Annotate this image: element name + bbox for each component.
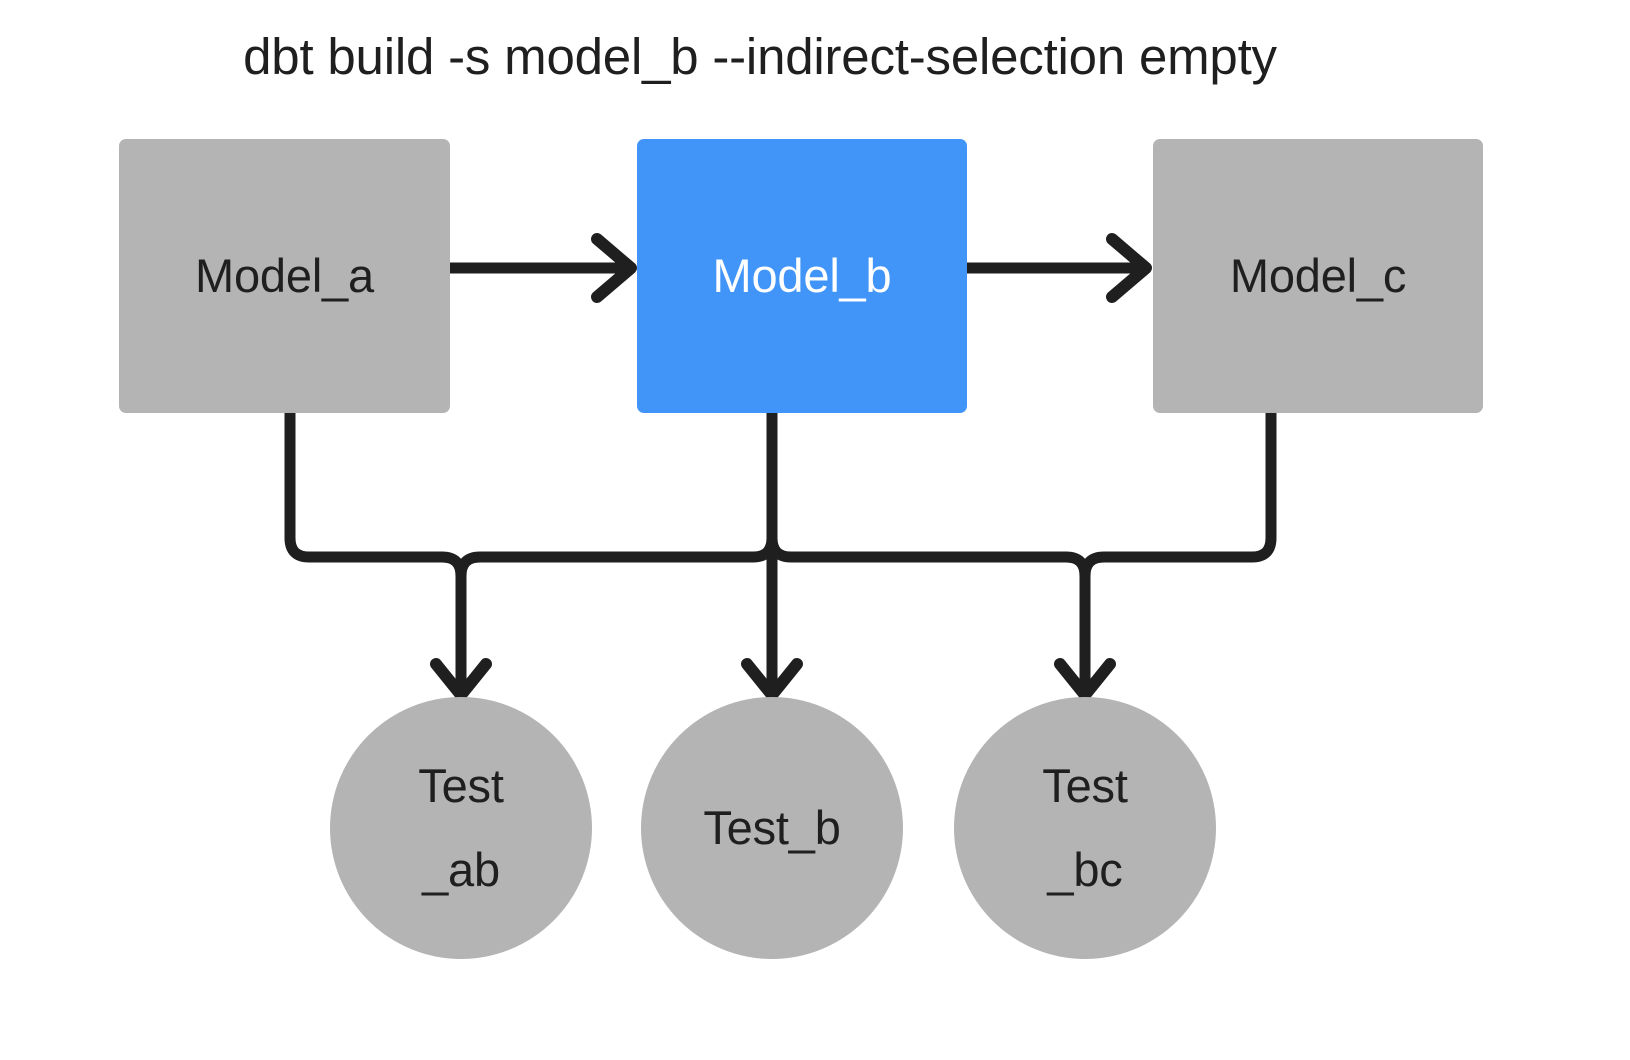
arrowhead-test-b <box>741 658 803 701</box>
node-test-ab-label-line-2: _ab <box>422 843 500 896</box>
node-model-b[interactable]: Model_b <box>637 139 967 413</box>
node-test-bc-label-line-2: _bc <box>1047 843 1123 896</box>
node-test-ab[interactable]: Test _ab <box>330 697 592 959</box>
edge-model-a-to-model-b <box>444 233 637 303</box>
node-test-b[interactable]: Test_b <box>641 697 903 959</box>
arrowhead-test-ab <box>430 658 492 701</box>
diagram-title: dbt build -s model_b --indirect-selectio… <box>243 28 1277 85</box>
edge-model-a-to-test-ab <box>284 407 467 690</box>
node-model-b-label: Model_b <box>712 249 892 303</box>
node-model-c[interactable]: Model_c <box>1153 139 1483 413</box>
edge-model-c-to-test-bc <box>1079 407 1277 690</box>
node-model-a[interactable]: Model_a <box>119 139 450 413</box>
node-test-bc-label-line-1: Test <box>1042 759 1128 812</box>
node-model-c-label: Model_c <box>1229 249 1407 303</box>
node-model-a-label: Model_a <box>195 249 374 303</box>
node-test-ab-label-line-1: Test <box>418 759 504 812</box>
arrowhead-test-bc <box>1054 658 1116 701</box>
node-test-b-label-line-1: Test_b <box>703 801 841 854</box>
edge-model-b-to-model-c <box>961 233 1152 303</box>
edge-model-b-to-test-bc <box>766 407 1091 690</box>
node-test-bc[interactable]: Test _bc <box>954 697 1216 959</box>
edge-model-b-to-test-ab <box>455 407 778 690</box>
